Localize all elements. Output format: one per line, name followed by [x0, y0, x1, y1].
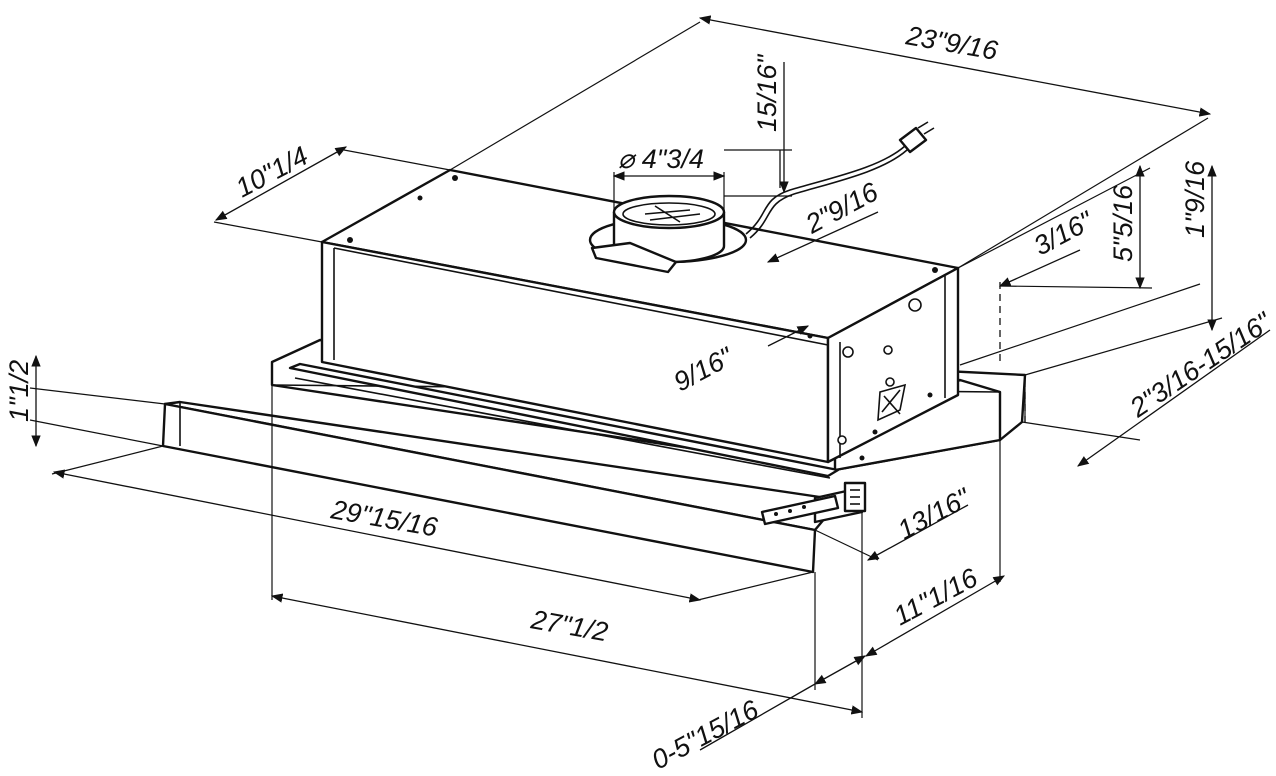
label-duct-diameter: ⌀ 4"3/4 [618, 144, 704, 174]
hood-body [161, 121, 1027, 574]
power-plug [898, 126, 928, 154]
label-collar-height: 15/16" [752, 53, 782, 132]
label-extension: 0-5"15/16 [647, 694, 765, 775]
label-side-depth: 10"1/4 [231, 141, 313, 204]
label-range-depth: 2"3/16-15/16" [1124, 306, 1276, 424]
power-cord [745, 145, 906, 235]
label-body-width: 27"1/2 [528, 604, 610, 647]
label-body-height: 5"5/16 [1108, 184, 1138, 262]
slide-rail [288, 362, 840, 478]
label-duct-offset: 2"9/16 [800, 176, 884, 240]
housing-side [826, 266, 960, 464]
dimension-lines [29, 15, 1271, 751]
damper-box [590, 241, 678, 274]
visor-rail-holes [760, 494, 840, 526]
side-mounting-hole [908, 298, 922, 312]
label-total-height: 1"9/16 [1180, 160, 1210, 238]
label-visor-height: 1"1/2 [4, 360, 34, 422]
label-visor-gap: 13/16" [893, 482, 976, 545]
label-front-width: 29"15/16 [328, 494, 441, 543]
